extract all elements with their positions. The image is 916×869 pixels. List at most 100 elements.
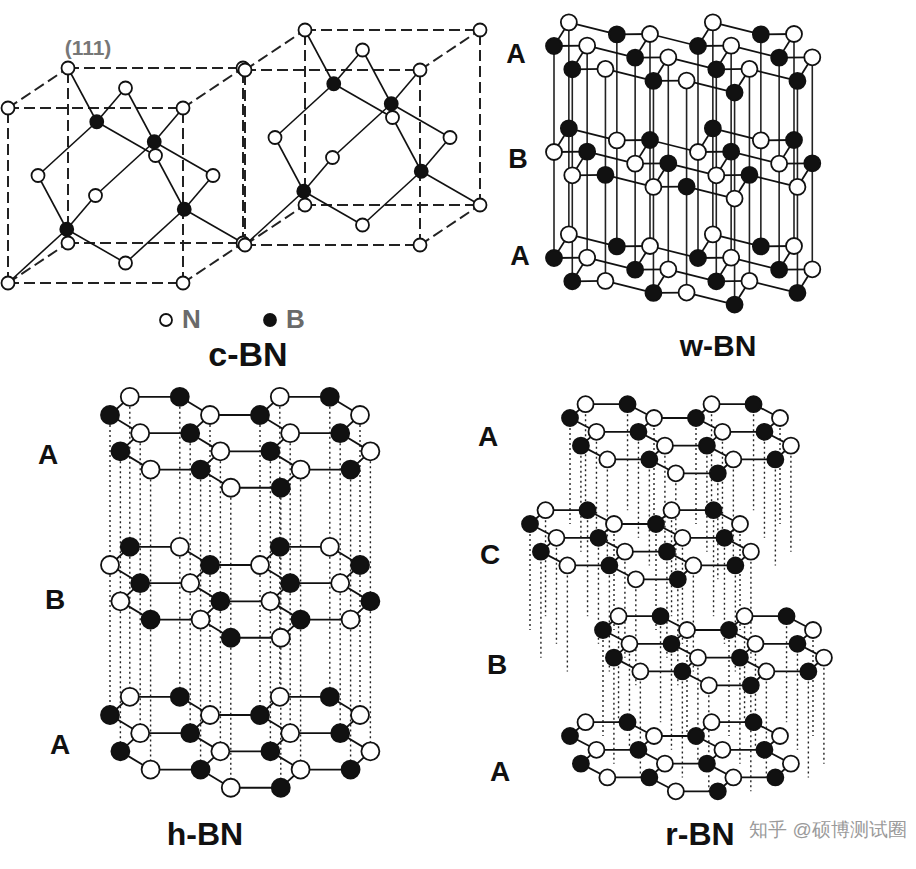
boron-atom [201, 556, 219, 574]
cell-edge [420, 30, 480, 70]
nitrogen-atom [804, 49, 820, 65]
interlayer-line [300, 620, 301, 770]
boron-atom [708, 273, 724, 289]
boron-atom [579, 144, 595, 160]
boron-atom [171, 688, 189, 706]
interlayer-line [605, 69, 607, 173]
boron-atom [606, 650, 622, 666]
nitrogen-atom [356, 219, 369, 232]
bond [8, 229, 67, 283]
boron-atom [131, 574, 149, 592]
nitrogen-atom [725, 451, 741, 467]
boron-atom [688, 728, 704, 744]
nitrogen-atom [705, 14, 721, 30]
nitrogen-atom [747, 636, 763, 652]
nitrogen-atom [690, 144, 706, 160]
boron-atom [804, 155, 820, 171]
interlayer-line [279, 547, 280, 697]
boron-atom [121, 538, 139, 556]
nitrogen-atom [599, 451, 615, 467]
boron-atom [562, 410, 578, 426]
cell-edge [183, 243, 243, 283]
nitrogen-atom [660, 261, 676, 277]
nitrogen-atom [32, 169, 45, 182]
boron-atom [597, 167, 613, 183]
boron-atom [342, 761, 360, 779]
interlayer-line [790, 446, 791, 552]
cell-edge [8, 243, 68, 283]
nitrogen-atom [292, 461, 310, 479]
boron-atom [609, 238, 625, 254]
legend-sample-dot [264, 314, 276, 326]
boron-atom [648, 516, 664, 532]
interlayer-line [339, 433, 340, 583]
interlayer-line [667, 163, 669, 267]
nitrogen-atom [2, 102, 15, 115]
interlayer-line [778, 164, 780, 268]
boron-atom [281, 574, 299, 592]
cell-edge [244, 70, 246, 245]
nitrogen-atom [679, 73, 695, 89]
interlayer-line [812, 630, 813, 736]
interlayer-line [786, 616, 787, 722]
boron-atom [660, 155, 676, 171]
nitrogen-atom [414, 239, 427, 252]
boron-atom [771, 262, 787, 278]
nitrogen-atom [239, 239, 252, 252]
boron-atom [705, 120, 721, 136]
stacking-letter: A [478, 422, 498, 453]
nitrogen-atom [62, 62, 75, 75]
boron-atom [327, 77, 340, 90]
interlayer-line [682, 671, 683, 777]
nitrogen-atom [269, 131, 282, 144]
nitrogen-atom [271, 388, 289, 406]
boron-atom [690, 250, 706, 266]
boron-atom [753, 26, 769, 42]
nitrogen-atom [725, 769, 741, 785]
nitrogen-atom [559, 557, 575, 573]
interlayer-line [359, 565, 360, 715]
atomic-layer [101, 388, 379, 497]
nitrogen-atom [414, 64, 427, 77]
nitrogen-atom [642, 238, 658, 254]
nitrogen-atom [564, 167, 580, 183]
stacking-letter: C [480, 540, 500, 571]
boron-atom [415, 165, 428, 178]
interlayer-line [640, 671, 641, 777]
interlayer-line [667, 57, 669, 161]
nitrogen-atom [474, 199, 487, 212]
atomic-layer [562, 396, 799, 481]
interlayer-line [300, 470, 301, 620]
nitrogen-atom [272, 629, 290, 647]
atomic-layer [546, 14, 820, 100]
boron-atom [620, 714, 636, 730]
interlayer-line [686, 630, 687, 736]
interlayer-line [350, 470, 351, 620]
interlayer-line [760, 140, 762, 244]
watermark: 知乎 @硕博测试圈 [749, 820, 907, 841]
boron-atom [321, 388, 339, 406]
nitrogen-atom [741, 273, 757, 289]
bond [156, 156, 185, 210]
boron-atom [171, 388, 189, 406]
nitrogen-atom [292, 761, 310, 779]
boron-atom [732, 650, 748, 666]
interlayer-line [585, 404, 586, 510]
boron-atom [771, 50, 787, 66]
nitrogen-atom [668, 783, 684, 799]
nitrogen-atom [361, 742, 379, 760]
interlayer-line [150, 470, 151, 620]
nitrogen-atom [474, 24, 487, 37]
boron-atom [142, 611, 160, 629]
interlayer-line [220, 601, 221, 751]
interlayer-line [120, 601, 121, 751]
interlayer-line [129, 397, 130, 547]
interlayer-line [686, 187, 688, 291]
nitrogen-atom [89, 189, 102, 202]
c-bn-unit-cell [2, 62, 250, 290]
legend-item: B [262, 304, 305, 335]
interlayer-line [586, 46, 588, 150]
interlayer-line [270, 451, 271, 601]
interlayer-line [129, 547, 130, 697]
